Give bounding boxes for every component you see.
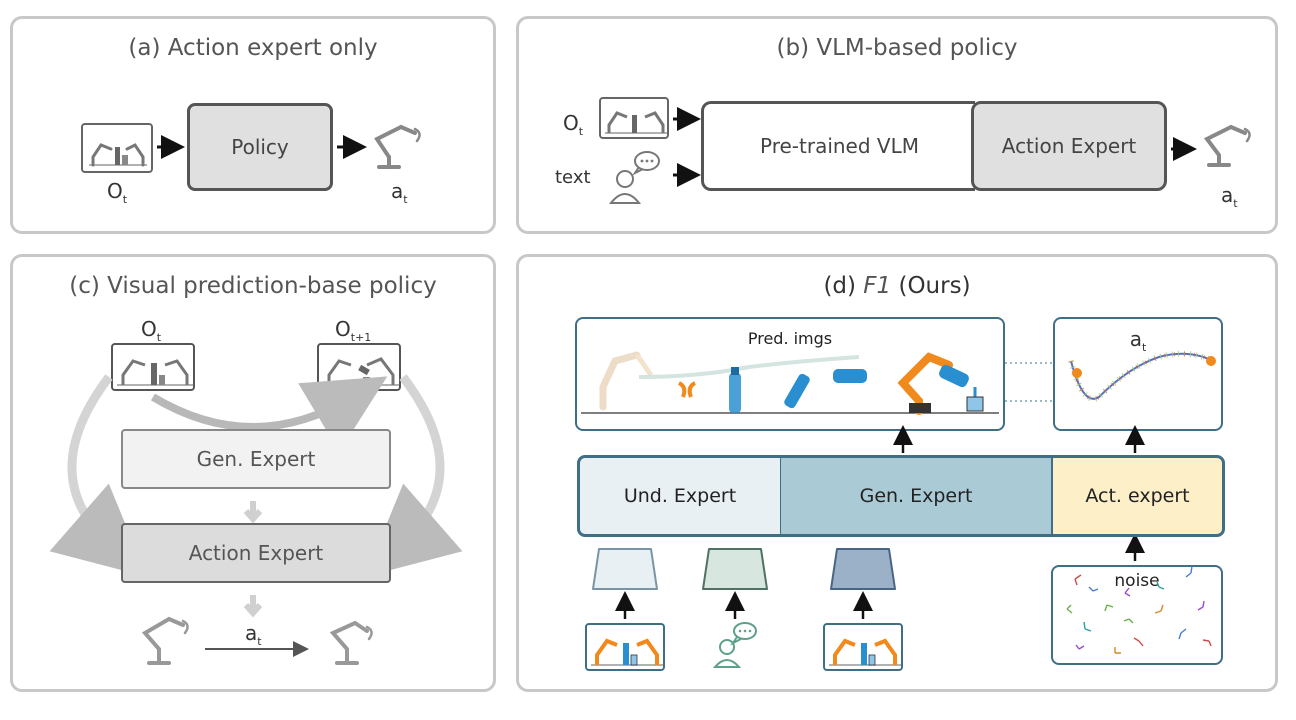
panel-d-arrows: [615, 425, 1145, 619]
robot-scene-icon: [829, 638, 901, 666]
gen-expert-box: Gen. Expert: [781, 455, 1053, 537]
tokenizer-shapes: [592, 548, 896, 590]
policy-box: Policy: [187, 103, 333, 191]
panel-c-title: (c) Visual prediction-base policy: [69, 273, 437, 299]
robot-arm-icon: [141, 616, 373, 665]
action-symbol: at: [245, 621, 262, 648]
panel-a-arrows: [157, 135, 367, 159]
robot-scene-icon: [89, 143, 147, 167]
user-speech-icon: [608, 151, 660, 204]
action-symbol: at: [1129, 327, 1147, 354]
robot-scene-icon: [591, 638, 663, 666]
panel-b-title: (b) VLM-based policy: [776, 35, 1018, 61]
act-expert-label: Act. expert: [1085, 485, 1190, 507]
understanding-tokenizer-icon: [592, 548, 658, 590]
text-tokenizer-icon: [702, 548, 768, 590]
noise-scatter: [1066, 565, 1212, 654]
gen-expert-box: Gen. Expert: [121, 429, 391, 489]
action-expert-box: Action Expert: [121, 523, 391, 583]
text-label: text: [555, 167, 591, 188]
und-expert-label: Und. Expert: [623, 485, 737, 507]
act-expert-box: Act. expert: [1053, 455, 1225, 537]
action-trajectory-curve: [1068, 350, 1216, 402]
observation-thumbnail: [585, 623, 665, 671]
observation-thumbnail: [111, 343, 195, 391]
observation-thumbnail: [81, 123, 153, 173]
action-expert-label: Action Expert: [188, 541, 324, 565]
observation-thumbnail: [599, 97, 669, 139]
predicted-images-box: Pred. imgs: [575, 317, 1005, 431]
next-observation-symbol: Ot+1: [335, 317, 372, 344]
policy-label: Policy: [231, 135, 289, 159]
robot-arm-icon: [374, 124, 421, 169]
robot-scene-icon: [605, 111, 667, 134]
noise-label: noise: [1114, 571, 1160, 591]
panel-a: (a) Action expert only Ot Policy: [10, 16, 496, 234]
und-expert-box: Und. Expert: [577, 455, 781, 537]
predicted-sequence-illustration: [581, 351, 1053, 415]
observation-symbol: Ot: [563, 111, 584, 138]
generation-observation-thumbnail: [823, 623, 903, 671]
robot-arm-icon: [1203, 124, 1251, 167]
panel-a-title: (a) Action expert only: [128, 35, 378, 61]
observation-symbol: Ot: [107, 179, 128, 206]
robot-scene-icon: [117, 359, 193, 386]
flow-arrows: [49, 374, 463, 657]
panel-c: (c) Visual prediction-base policy Ot Ot+…: [10, 254, 496, 692]
panel-d: (d) F1 (Ours) Pred. imgs at: [516, 254, 1278, 692]
observation-symbol: Ot: [141, 317, 162, 344]
gen-expert-label: Gen. Expert: [196, 447, 316, 471]
action-expert-box: Action Expert: [971, 101, 1167, 191]
pretrained-vlm-box: Pre-trained VLM: [701, 101, 975, 191]
pred-imgs-label: Pred. imgs: [747, 329, 833, 348]
action-expert-label: Action Expert: [1001, 134, 1137, 158]
panel-d-title: (d) F1 (Ours): [823, 273, 971, 299]
user-speech-icon: [712, 622, 757, 668]
pretrained-vlm-label: Pre-trained VLM: [759, 134, 919, 158]
action-symbol: at: [1221, 183, 1238, 210]
panel-b-arrows: [673, 107, 1197, 187]
generation-tokenizer-icon: [830, 548, 896, 590]
action-symbol: at: [391, 179, 408, 206]
gen-expert-label: Gen. Expert: [859, 485, 973, 507]
panel-b: (b) VLM-based policy Ot text Pre-trained…: [516, 16, 1278, 234]
